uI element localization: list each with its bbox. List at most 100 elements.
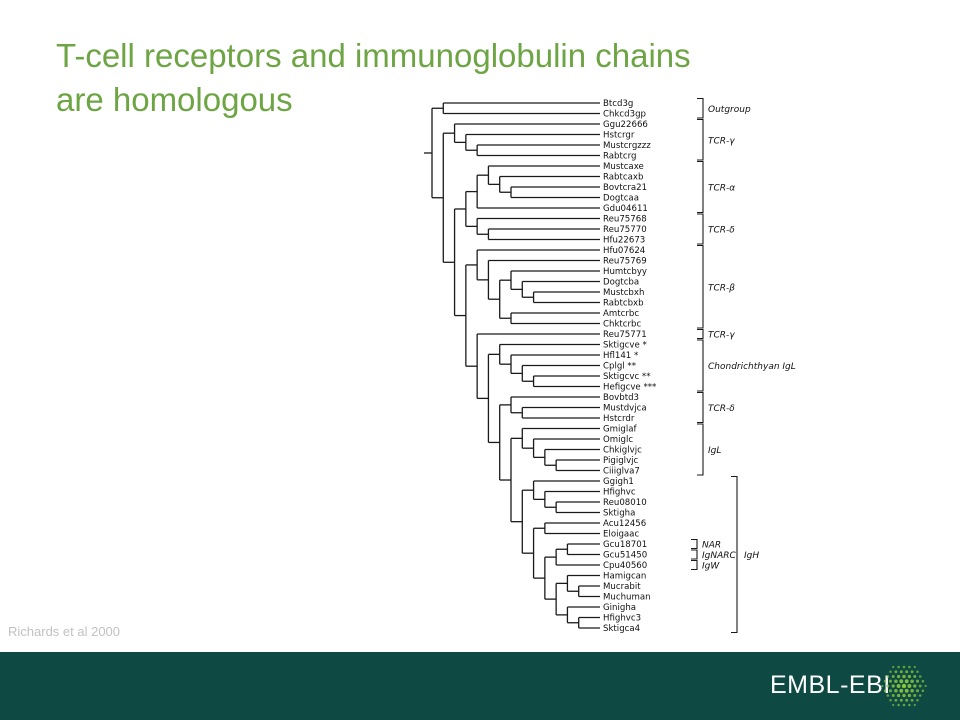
leaf-label: Hfighvc [603,488,636,498]
logo-dot [915,679,920,683]
leaf-label: Acu12456 [603,519,646,529]
group-label: IgW [702,562,720,572]
group-bracket [697,97,704,119]
leaf-label: Bovtcra21 [603,183,647,193]
logo-dot [886,684,890,688]
logo-dot [899,698,903,702]
logo-dot [902,703,906,707]
logo-dot [902,693,906,698]
leaf-label: Ciiiglva7 [603,467,640,477]
leaf-label: Hamigcan [603,572,646,582]
logo-dot [888,689,893,693]
leaf-label: Btcd3g [603,99,633,109]
leaf-label: Omiglc [603,435,633,445]
group-label: TCR-γ [708,331,735,341]
group-bracket [691,559,698,571]
logo-dot [918,694,922,697]
logo-dot [907,674,912,679]
group-label: IgNARC [702,551,737,561]
logo-dot [886,694,890,697]
slide-title: T-cell receptors and immunoglobulin chai… [56,34,916,122]
leaf-label: Ginigha [603,603,636,613]
logo-dot [881,684,884,688]
leaf-label: Ggigh1 [603,477,634,487]
logo-dot [902,665,906,669]
logo-dot [901,683,907,689]
leaf-label: Dogtcaa [603,194,639,204]
logo-dot [921,679,925,683]
leaf-label: Sktigca4 [603,624,640,634]
leaf-label: Hfighvc3 [603,614,641,624]
leaf-label: Sktigha [603,509,635,519]
leaf-label: Ggu22666 [603,120,648,130]
leaf-label: Hfl141 * [603,351,639,361]
leaf-label: Chkcd3gp [603,110,646,120]
logo-dot [913,674,917,679]
group-label: TCR-δ [708,226,735,236]
group-bracket [697,328,704,340]
leaf-label: Reu75771 [603,330,647,340]
logo-dot [897,703,900,707]
leaf-label: Chktcrbc [603,320,642,330]
logo-dot [921,689,925,693]
logo-dot [904,679,909,684]
logo-dot [899,679,904,684]
leaf-label: Mustdvjca [603,404,647,414]
logo-dot [913,703,916,707]
embl-ebi-logo-icon [881,665,927,707]
leaf-label: Amtcrbc [603,309,639,319]
leaf-label: Hstcrdr [603,414,635,424]
group-bracket [697,160,704,214]
phylogenetic-tree: Btcd3gChkcd3gpGgu22666HstcrgrMustcrgzzzR… [424,97,796,634]
logo-dot [915,689,920,693]
leaf-label: Rabtcrg [603,152,636,162]
logo-dot [897,665,900,669]
leaf-label: Reu75769 [603,257,647,267]
logo-dot [918,684,922,688]
leaf-label: Mustcrgzzz [603,141,651,151]
leaf-label: Reu75768 [603,215,647,225]
group-bracket [697,244,704,329]
group-bracket [731,475,738,634]
logo-dot [916,699,919,702]
logo-dot [913,693,917,698]
logo-dot [896,684,901,688]
logo-dot [894,679,898,683]
leaf-label: Eloigaac [603,530,639,540]
leaf-label: Rabtcaxb [603,173,643,183]
group-bracket [691,549,698,560]
logo-dot [894,670,898,674]
leaf-label: Cplgl ** [603,362,637,372]
logo-dot [910,689,914,693]
leaf-label: Hfu07624 [603,246,645,256]
logo-dot [894,698,898,702]
logo-dot [907,684,912,688]
leaf-label: Hefigcve *** [603,383,657,393]
logo-dot [889,699,892,702]
leaf-label: Sktigcvc ** [603,372,651,382]
group-bracket [697,213,704,245]
logo-dot [896,674,901,679]
leaf-label: Bovbtd3 [603,393,639,403]
logo-dot [891,693,895,698]
group-bracket [697,118,704,161]
group-label: Chondrichthyan IgL [708,362,796,372]
logo-dot [886,675,890,678]
logo-dot [913,665,916,669]
leaf-label: Rabtcbxb [603,299,644,309]
group-label: NAR [702,541,721,551]
logo-dot [904,688,909,693]
leaf-label: Mucrabit [603,582,641,592]
group-label: IgH [744,551,759,561]
group-label: IgL [708,446,721,456]
logo-dot [905,698,909,702]
leaf-label: Gdu04611 [603,204,648,214]
embl-ebi-wordmark: EMBL-EBI [770,671,891,699]
logo-dot [892,665,895,669]
logo-dot [905,670,909,674]
leaf-label: Cpu40560 [603,561,647,571]
leaf-label: Gcu51450 [603,551,647,561]
logo-dot [910,698,914,702]
logo-dot [891,674,895,679]
leaf-label: Muchuman [603,593,651,603]
